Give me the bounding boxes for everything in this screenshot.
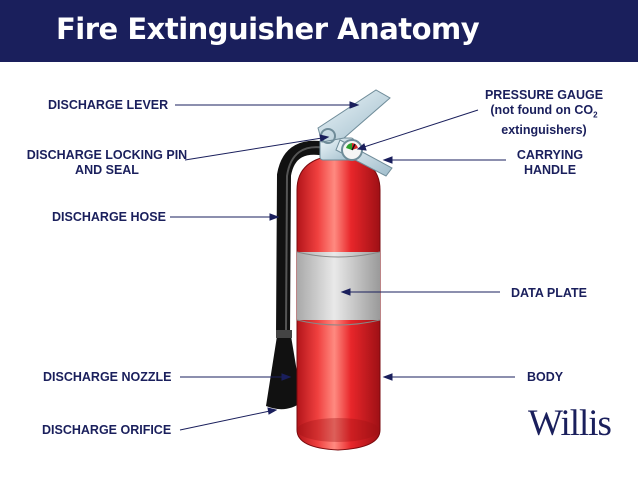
label-carrying-handle-line2: HANDLE xyxy=(523,163,577,177)
title-bar: Fire Extinguisher Anatomy xyxy=(0,0,638,62)
label-pressure-gauge-line1: PRESSURE GAUGE xyxy=(484,88,604,102)
label-pressure-gauge-note: (not found on CO xyxy=(490,103,594,117)
label-discharge-lever: DISCHARGE LEVER xyxy=(48,98,169,112)
label-body: BODY xyxy=(527,370,564,384)
label-carrying-handle: CARRYING HANDLE xyxy=(505,148,595,178)
willis-logo: Willis xyxy=(528,403,612,444)
label-locking-pin-line1: DISCHARGE LOCKING PIN xyxy=(26,148,188,162)
data-plate xyxy=(297,252,380,320)
label-data-plate: DATA PLATE xyxy=(511,286,587,300)
discharge-lever-shape xyxy=(317,89,391,143)
label-discharge-hose: DISCHARGE HOSE xyxy=(52,210,166,224)
label-carrying-handle-line1: CARRYING xyxy=(516,148,584,162)
label-discharge-orifice: DISCHARGE ORIFICE xyxy=(42,423,172,437)
discharge-nozzle xyxy=(266,336,302,410)
label-pressure-gauge: PRESSURE GAUGE (not found on CO2 extingu… xyxy=(482,88,606,138)
label-locking-pin-and-seal: DISCHARGE LOCKING PIN AND SEAL xyxy=(24,148,190,178)
label-pressure-gauge-line3: extinguishers) xyxy=(501,122,587,137)
page-title: Fire Extinguisher Anatomy xyxy=(56,12,480,46)
label-pressure-gauge-subscript: 2 xyxy=(593,110,598,120)
label-locking-pin-line2: AND SEAL xyxy=(75,163,139,177)
label-discharge-nozzle: DISCHARGE NOZZLE xyxy=(43,370,172,384)
label-pressure-gauge-line2: (not found on CO2 xyxy=(482,103,606,123)
